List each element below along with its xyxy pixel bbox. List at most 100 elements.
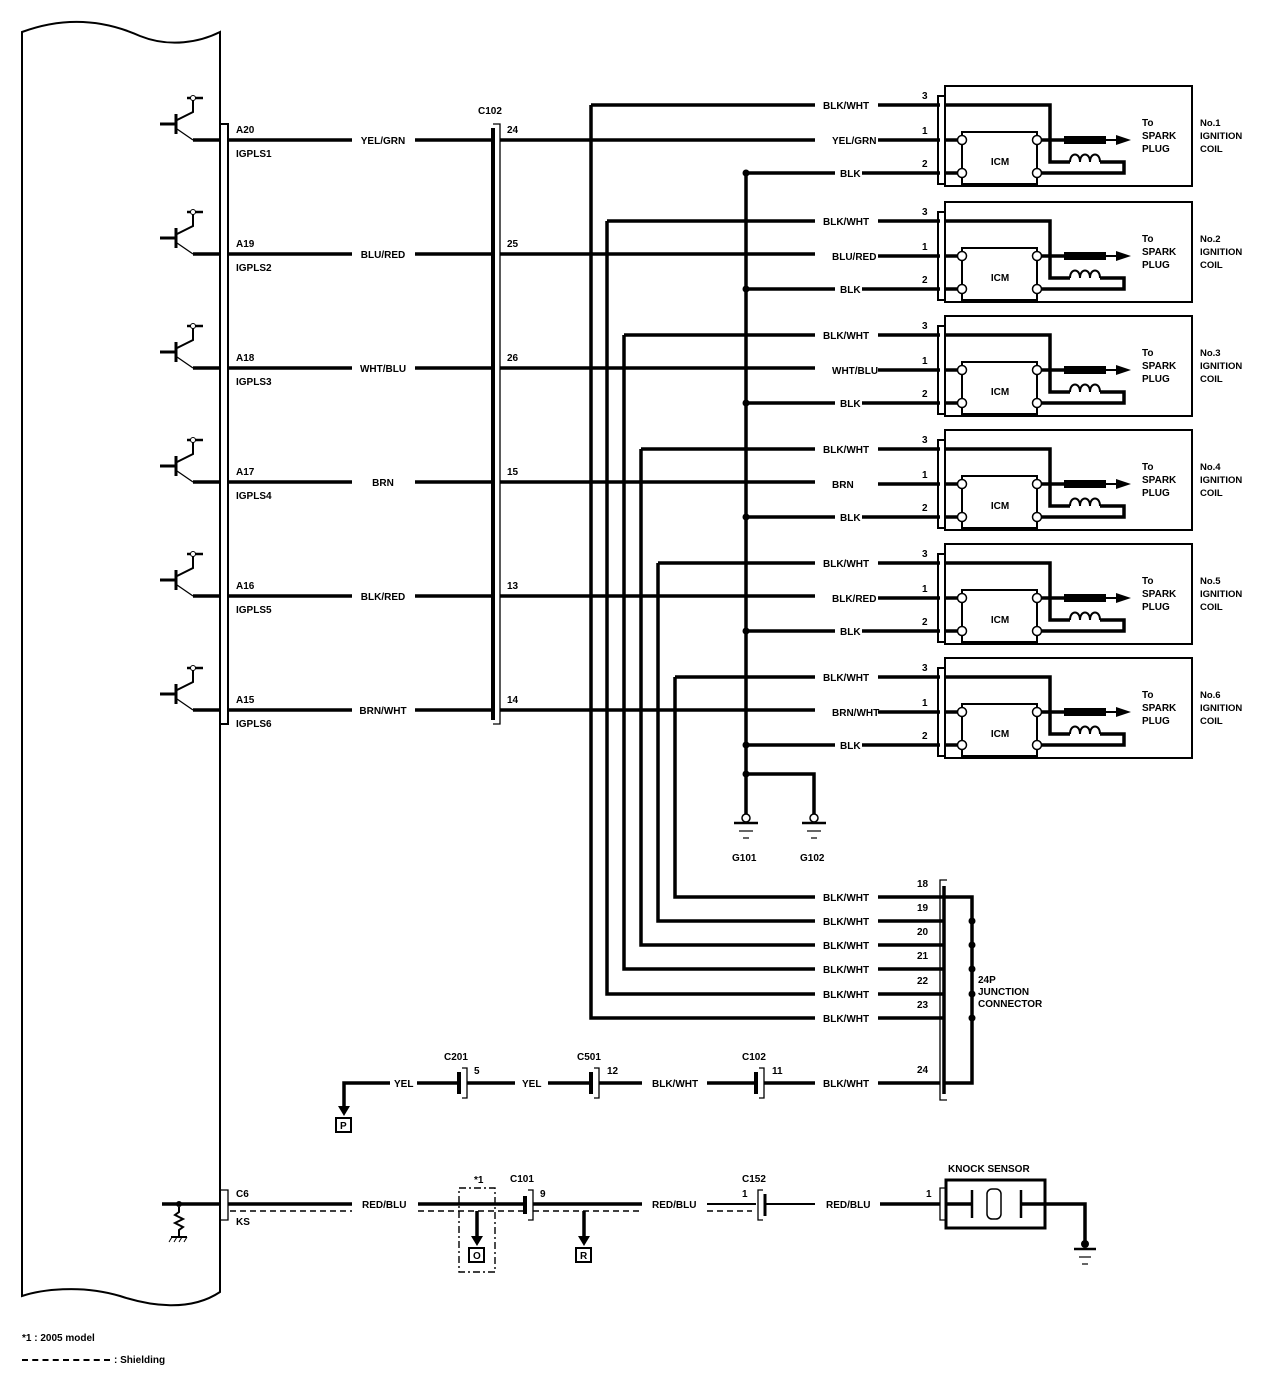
wire-color-label: WHT/BLU: [360, 364, 406, 375]
transistor-icon: [160, 323, 203, 369]
junction-label: 24P: [978, 975, 996, 986]
coil-pin-number: 1: [922, 242, 928, 253]
transistor-icon: [160, 551, 203, 597]
junction-wire-label: BLK/WHT: [823, 965, 869, 976]
ecm-signal-ks: KS: [236, 1217, 250, 1228]
ecm-pin-label: A17: [236, 467, 255, 478]
coil-pin-number: 1: [922, 356, 928, 367]
to-spark-plug-label: To: [1142, 576, 1153, 587]
coil-pin-number: 2: [922, 159, 928, 170]
to-spark-plug-label: SPARK: [1142, 589, 1177, 600]
to-spark-plug-label: To: [1142, 118, 1153, 129]
coil-pin-number: 2: [922, 275, 928, 286]
transistor-icon: [160, 209, 203, 255]
ecm-block: [21, 21, 221, 1307]
coil-pin-number: 1: [922, 126, 928, 137]
coil-pin-number: 1: [922, 698, 928, 709]
blkwht-bus-wire: [673, 677, 815, 899]
connector-c102: C102: [478, 106, 502, 725]
c102-pin-label: 15: [507, 467, 519, 478]
wire-redblu-2: RED/BLU: [652, 1200, 696, 1211]
junction-pin-number: 18: [917, 879, 929, 890]
coil-pin-number: 3: [922, 549, 928, 560]
coil-pin3-wire: BLK/WHT: [823, 445, 869, 456]
junction-label: CONNECTOR: [978, 999, 1043, 1010]
to-spark-plug-label: To: [1142, 690, 1153, 701]
ecm-signal-label: IGPLS1: [236, 149, 272, 160]
power-chain: P YEL C201 5 YEL C501 12 BLK/WHT C102 11…: [335, 1052, 940, 1133]
coil-pin1-wire: BRN: [832, 480, 854, 491]
icm-label: ICM: [991, 729, 1009, 740]
coil-pin1-wire: BRN/WHT: [832, 708, 879, 719]
coil-pin2-wire: BLK: [840, 169, 861, 180]
coil-name-label: IGNITION: [1200, 475, 1242, 486]
junction-wire-label: BLK/WHT: [823, 941, 869, 952]
junction-wire-label: BLK/WHT: [823, 1014, 869, 1025]
c201-pin: 5: [474, 1066, 480, 1077]
junction-connector-24p: 18BLK/WHT19BLK/WHT20BLK/WHT21BLK/WHT22BL…: [823, 879, 1043, 1101]
ecm-signal-label: IGPLS5: [236, 605, 272, 616]
c501-label: C501: [577, 1052, 601, 1063]
junction-pin-number: 24: [917, 1065, 929, 1076]
coil-name-label: IGNITION: [1200, 131, 1242, 142]
ecm-outline: [21, 21, 221, 1307]
coil-pin-number: 1: [922, 584, 928, 595]
coil-pin1-wire: WHT/BLU: [832, 366, 878, 377]
c102-pin-label: 14: [507, 695, 519, 706]
coil-pin3-wire: BLK/WHT: [823, 331, 869, 342]
coil-winding-icon: [1069, 497, 1101, 507]
coil-name-label: IGNITION: [1200, 703, 1242, 714]
wire-blkwht-pin24: BLK/WHT: [823, 1079, 869, 1090]
junction-pin-number: 22: [917, 976, 929, 987]
wire-redblu-3: RED/BLU: [826, 1200, 870, 1211]
sensor-pin: 1: [926, 1189, 932, 1200]
knock-sensor-label: KNOCK SENSOR: [948, 1164, 1030, 1175]
icm-label: ICM: [991, 157, 1009, 168]
coil-name-label: IGNITION: [1200, 361, 1242, 372]
ecm-pin-label: A18: [236, 353, 255, 364]
wire-color-label: BLU/RED: [361, 250, 405, 261]
junction-pin-number: 20: [917, 927, 929, 938]
coil-name-label: COIL: [1200, 602, 1223, 613]
c101-label: C101: [510, 1174, 534, 1185]
c102-pin-label: 24: [507, 125, 519, 136]
coil-pin1-wire: YEL/GRN: [832, 136, 876, 147]
coil-winding-icon: [1069, 153, 1101, 163]
coil-name-label: COIL: [1200, 260, 1223, 271]
c102-chain-pin: 11: [772, 1066, 783, 1077]
c201-label: C201: [444, 1052, 468, 1063]
c152-pin: 1: [742, 1189, 748, 1200]
coil-pin-number: 3: [922, 91, 928, 102]
c152-label: C152: [742, 1174, 766, 1185]
blkwht-bus-wire: [605, 221, 815, 996]
c102-pin-label: 25: [507, 239, 519, 250]
footnote-marker: *1: [474, 1175, 484, 1186]
coil-pin2-wire: BLK: [840, 741, 861, 752]
ecm-connector-bracket: [220, 123, 229, 725]
icm-label: ICM: [991, 387, 1009, 398]
to-spark-plug-label: SPARK: [1142, 131, 1177, 142]
wire-yel-1: YEL: [394, 1079, 413, 1090]
coil-pin3-wire: BLK/WHT: [823, 217, 869, 228]
coil-name-label: COIL: [1200, 374, 1223, 385]
to-spark-plug-label: PLUG: [1142, 716, 1170, 727]
transistor-icon: [160, 437, 203, 483]
wire-color-label: YEL/GRN: [361, 136, 405, 147]
arrow-right-icon: [1116, 135, 1131, 145]
ecm-signal-label: IGPLS3: [236, 377, 272, 388]
coil-pin-number: 3: [922, 207, 928, 218]
transistor-icon: [160, 665, 203, 711]
junction-wire-label: BLK/WHT: [823, 917, 869, 928]
ref-p: P: [340, 1121, 347, 1132]
arrow-right-icon: [1116, 365, 1131, 375]
ecm-pin-label: A19: [236, 239, 255, 250]
wire-blkwht-chain: BLK/WHT: [652, 1079, 698, 1090]
g101-label: G101: [732, 853, 757, 864]
